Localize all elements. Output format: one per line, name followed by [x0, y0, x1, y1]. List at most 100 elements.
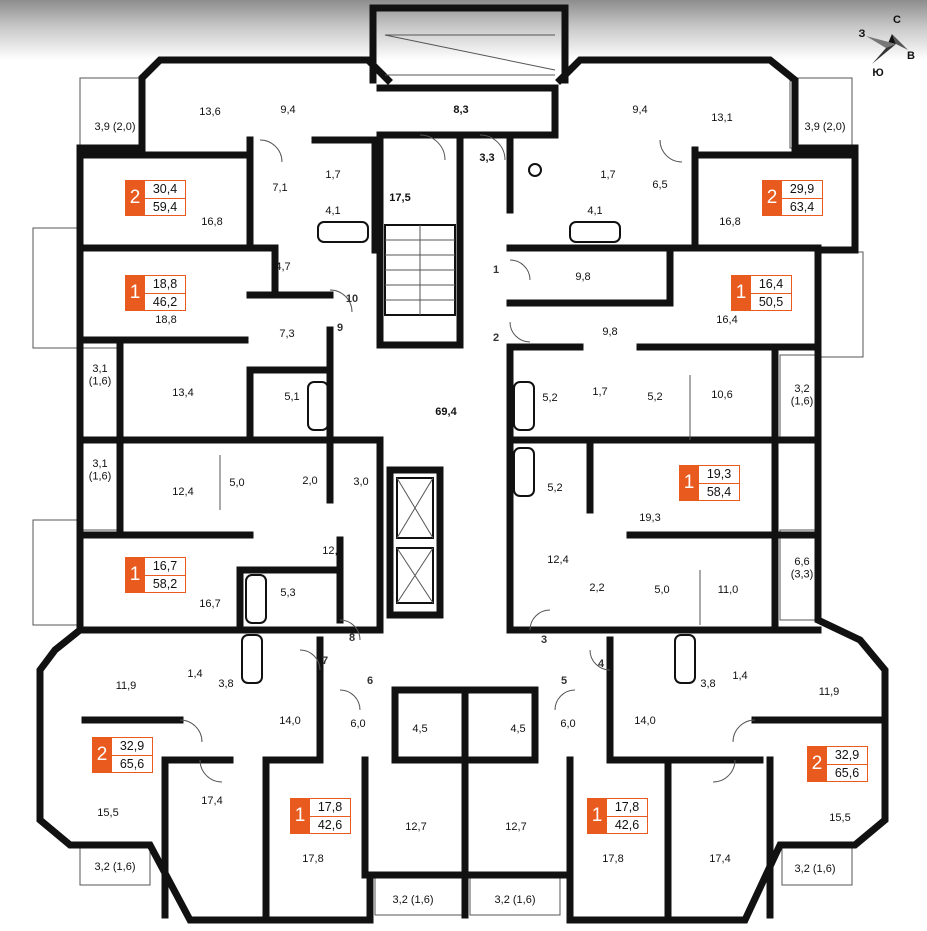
apartment-total-area: 59,4: [145, 197, 185, 216]
room-area: 3,2 (1,6): [495, 894, 536, 906]
apartment-living-area: 29,9: [789, 182, 815, 197]
room-area: 4,5: [412, 723, 427, 735]
compass-south: Ю: [872, 67, 883, 79]
apartment-living-area: 18,8: [152, 277, 178, 292]
apartment-living-area: 32,9: [119, 739, 145, 754]
room-area: 16,7: [199, 598, 220, 610]
room-area: 3,2 (1,6): [795, 863, 836, 875]
room-area: 6,6(3,3): [791, 556, 814, 581]
hall-top-area: 8,3: [453, 104, 468, 116]
apartment-living-area: 19,3: [706, 467, 732, 482]
room-area: 1,7: [592, 386, 607, 398]
apartment-total-area: 58,4: [699, 482, 739, 501]
room-area: 3,2(1,6): [791, 383, 814, 408]
apartment-total-area: 46,2: [145, 292, 185, 311]
room-area: 1,7: [325, 169, 340, 181]
apartment-rooms: 1: [731, 275, 751, 311]
door-number: 7: [322, 655, 328, 667]
room-area: 15,5: [829, 812, 850, 824]
room-area: 14,0: [279, 715, 300, 727]
room-area: 1,4: [732, 670, 747, 682]
room-area: 17,4: [709, 853, 730, 865]
stair-area: 17,5: [389, 192, 410, 204]
room-area: 5,1: [284, 391, 299, 403]
room-area: 13,4: [172, 387, 193, 399]
door-number: 8: [349, 632, 355, 644]
room-area: 3,2 (1,6): [95, 861, 136, 873]
fixtures: [179, 34, 756, 783]
apartment-total-area: 58,2: [145, 574, 185, 593]
room-area: 5,3: [280, 587, 295, 599]
room-area: 9,4: [632, 104, 647, 116]
room-area: 14,0: [634, 715, 655, 727]
room-area: 3,8: [700, 678, 715, 690]
apartment-rooms: 1: [679, 465, 699, 501]
room-area: 5,0: [229, 477, 244, 489]
door-number: 1: [493, 264, 499, 276]
apartment-living-area: 16,4: [758, 277, 784, 292]
room-area: 12,7: [505, 821, 526, 833]
room-area: 3,0: [353, 476, 368, 488]
room-area: 6,0: [350, 718, 365, 730]
compass-west: З: [859, 28, 866, 40]
room-area: 2,2: [589, 582, 604, 594]
apartment-total-area: 65,6: [827, 763, 867, 782]
room-area: 11,0: [718, 584, 739, 596]
room-area: 16,8: [719, 216, 740, 228]
room-area: 2,0: [302, 475, 317, 487]
room-area: 3,1(1,6): [89, 458, 112, 483]
apartment-rooms: 2: [125, 180, 145, 216]
room-area: 15,5: [97, 807, 118, 819]
room-area: 12,4: [172, 486, 193, 498]
room-area: 10,6: [711, 389, 732, 401]
apartment-living-area: 17,8: [317, 800, 343, 815]
compass-icon: С В Ю З: [859, 14, 915, 79]
room-area: 7,1: [272, 182, 287, 194]
apartment-living-area: 30,4: [152, 182, 178, 197]
room-area: 5,2: [547, 482, 562, 494]
room-area: 5,0: [654, 584, 669, 596]
apartment-rooms: 1: [125, 275, 145, 311]
room-area: 17,8: [602, 853, 623, 865]
room-area: 4,5: [510, 723, 525, 735]
room-area: 16,4: [716, 314, 737, 326]
room-area: 3,9 (2,0): [95, 121, 136, 133]
compass-north: С: [893, 14, 901, 26]
room-area: 4,7: [275, 261, 290, 273]
room-area: 9,8: [602, 326, 617, 338]
room-area: 12,7: [405, 821, 426, 833]
room-area: 11,9: [819, 686, 840, 698]
door-number: 3: [541, 634, 547, 646]
apartment-rooms: 2: [762, 180, 782, 216]
apartment-total-area: 65,6: [112, 754, 152, 773]
room-area: 18,8: [155, 314, 176, 326]
corridor-area: 69,4: [435, 406, 457, 418]
room-area: 5,2: [647, 391, 662, 403]
door-number: 10: [346, 293, 358, 305]
apartment-total-area: 63,4: [782, 197, 822, 216]
room-area: 12,4: [547, 554, 568, 566]
room-area: 9,8: [575, 271, 590, 283]
apartment-rooms: 1: [125, 557, 145, 593]
room-area: 13,1: [711, 112, 732, 124]
apartment-rooms: 1: [587, 798, 607, 834]
room-area: 11,9: [116, 680, 137, 692]
room-area: 4,1: [325, 205, 340, 217]
room-area: 9,4: [280, 104, 295, 116]
room-area: 1,4: [187, 668, 202, 680]
room-area: 4,1: [587, 205, 602, 217]
room-area: 1,7: [600, 169, 615, 181]
outer-walls: [36, 4, 889, 924]
room-area: 6,5: [652, 179, 667, 191]
room-area: 16,8: [201, 216, 222, 228]
room-area: 3,8: [218, 678, 233, 690]
room-area: 7,3: [279, 328, 294, 340]
